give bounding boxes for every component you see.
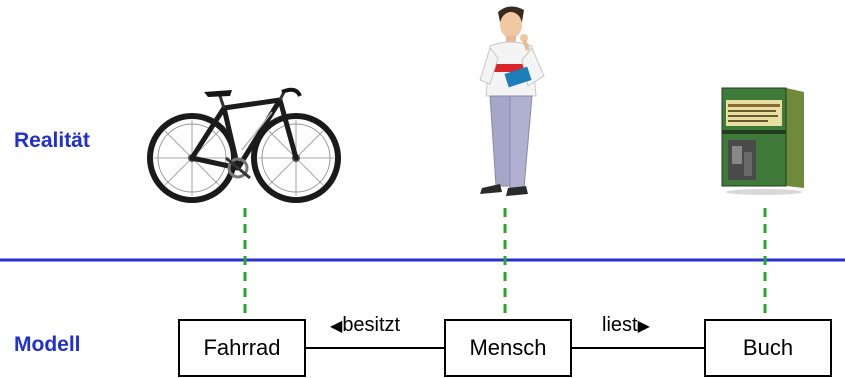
book-cover-icon — [721, 87, 804, 195]
arrow-right-icon: ▶ — [637, 318, 650, 335]
class-box-bicycle-label: Fahrrad — [203, 335, 281, 360]
class-box-book[interactable]: Buch — [704, 319, 832, 377]
arrow-left-icon: ◀ — [330, 318, 343, 335]
class-box-bicycle[interactable]: Fahrrad — [178, 319, 306, 377]
class-box-person[interactable]: Mensch — [444, 319, 572, 377]
reality-label: Realität — [14, 129, 90, 152]
bicycle-icon — [147, 87, 341, 203]
reads-association-text: liest — [602, 314, 638, 336]
owns-association-text: besitzt — [342, 314, 401, 336]
owns-association-label: ◀besitzt — [330, 314, 400, 337]
person-reading-icon — [479, 6, 545, 196]
class-box-book-label: Buch — [742, 335, 794, 360]
reads-association-label: liest▶ — [602, 314, 650, 337]
model-label: Modell — [14, 333, 81, 356]
class-box-person-label: Mensch — [469, 335, 547, 360]
